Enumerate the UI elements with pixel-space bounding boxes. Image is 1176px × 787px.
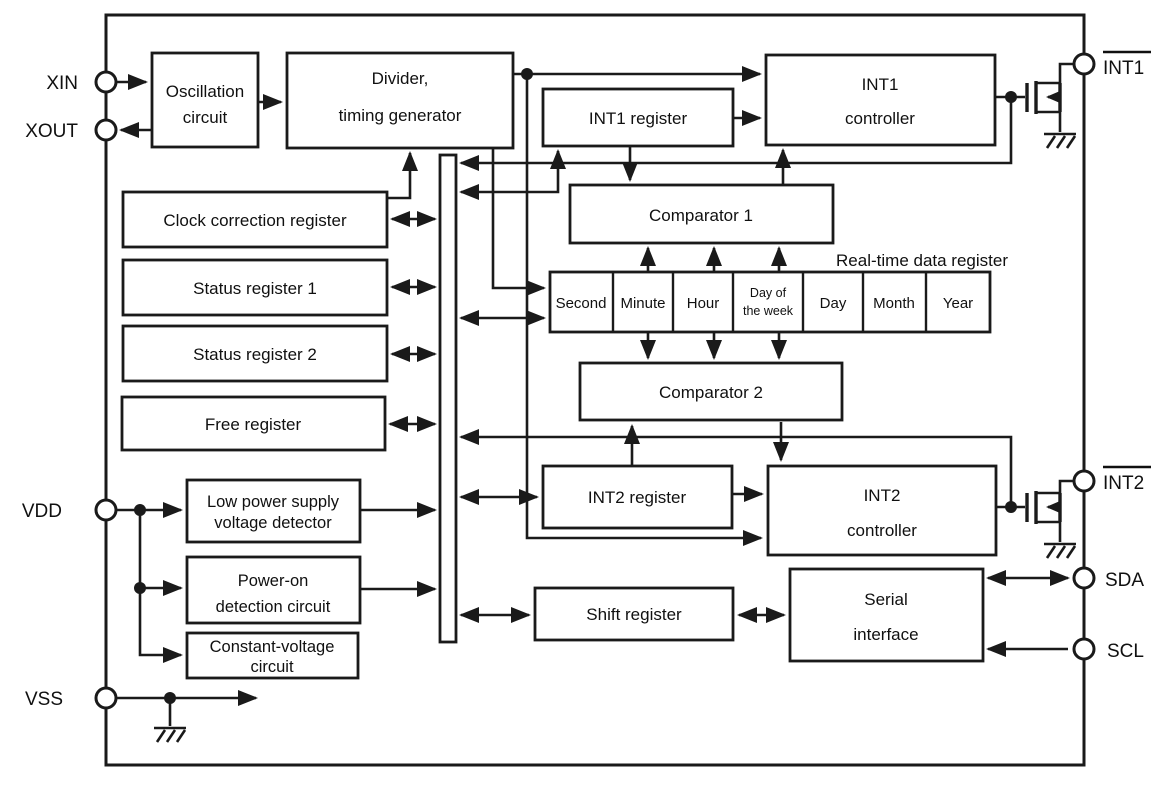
constant-voltage-label-line1: Constant-voltage	[210, 638, 335, 656]
serial-interface-label-line1: Serial	[864, 590, 907, 609]
rtc-cell-dayofweek-line1: Day of	[750, 286, 787, 300]
oscillation-label-line1: Oscillation	[166, 82, 244, 101]
rtc-register-title: Real-time data register	[836, 251, 1008, 270]
vdd-label: VDD	[22, 501, 62, 522]
block-status-register-2: Status register 2	[121, 324, 389, 383]
block-int1-controller: INT1 controller	[764, 53, 997, 147]
rtc-cell-dayofweek-line2: the week	[743, 304, 794, 318]
wire-vdd-to-constant-voltage	[138, 510, 183, 663]
block-comparator-1: Comparator 1	[568, 183, 835, 245]
wire-int2-feedback-to-bus	[459, 429, 1013, 507]
scl-pin	[1072, 637, 1096, 661]
block-shift-register: Shift register	[533, 586, 735, 642]
int2-pin	[1072, 469, 1096, 493]
poweron-label-line1: Power-on	[238, 572, 309, 590]
rtc-cell-day: Day	[820, 295, 847, 312]
int2-output-mosfet	[996, 479, 1078, 560]
status1-label: Status register 1	[193, 279, 317, 298]
block-constant-voltage-circuit: Constant-voltage circuit	[185, 631, 360, 680]
wire-clock-to-int2-controller	[525, 74, 763, 546]
xout-pin	[94, 118, 118, 142]
vss-pin	[94, 686, 118, 710]
status2-label: Status register 2	[193, 345, 317, 364]
sda-label: SDA	[1105, 570, 1144, 591]
divider-label-line1: Divider,	[372, 69, 429, 88]
scl-label: SCL	[1107, 641, 1144, 662]
rtc-cell-month: Month	[873, 295, 915, 312]
wire-int1-feedback-to-bus	[459, 97, 1013, 171]
int1-pin	[1072, 52, 1096, 76]
divider-label-line2: timing generator	[339, 106, 462, 125]
lowpower-label-line1: Low power supply	[207, 493, 340, 511]
int2-controller-label-line2: controller	[847, 521, 917, 540]
block-serial-interface: Serial interface	[788, 567, 985, 663]
sda-pin	[1072, 566, 1096, 590]
internal-bus	[438, 153, 458, 644]
int2-label: INT2	[1103, 473, 1144, 494]
int1-controller-label-line2: controller	[845, 109, 915, 128]
rtc-cell-minute: Minute	[620, 295, 665, 312]
block-oscillation-circuit: Oscillation circuit	[150, 51, 260, 149]
constant-voltage-label-line2: circuit	[250, 658, 294, 676]
xin-pin	[94, 70, 118, 94]
int2-controller-label-line1: INT2	[864, 486, 901, 505]
block-comparator-2: Comparator 2	[578, 361, 844, 422]
serial-interface-label-line2: interface	[853, 625, 918, 644]
comparator2-label: Comparator 2	[659, 383, 763, 402]
rtc-cell-hour: Hour	[687, 295, 720, 312]
block-int1-register: INT1 register	[541, 87, 735, 148]
int1-output-mosfet	[995, 62, 1078, 150]
shift-register-label: Shift register	[586, 605, 682, 624]
free-register-label: Free register	[205, 415, 302, 434]
rtc-cell-second: Second	[556, 295, 607, 312]
pin-circles	[94, 52, 1096, 710]
block-status-register-1: Status register 1	[121, 258, 389, 317]
block-int2-controller: INT2 controller	[766, 464, 998, 557]
wire-bus-int1-register	[459, 149, 566, 200]
xout-label: XOUT	[25, 121, 78, 142]
block-low-power-supply-voltage-detector: Low power supply voltage detector	[185, 478, 362, 544]
comparator1-label: Comparator 1	[649, 206, 753, 225]
wire-clock-correction-to-divider	[387, 151, 418, 200]
vdd-pin	[94, 498, 118, 522]
poweron-label-line2: detection circuit	[216, 598, 331, 616]
lowpower-label-line2: voltage detector	[214, 514, 332, 532]
block-clock-correction-register: Clock correction register	[121, 190, 389, 249]
block-free-register: Free register	[120, 395, 387, 452]
oscillation-label-line2: circuit	[183, 108, 228, 127]
rtc-data-register: Real-time data register Second Minute Ho…	[548, 251, 1008, 334]
vss-label: VSS	[25, 689, 63, 710]
xin-label: XIN	[46, 73, 78, 94]
rtc-cell-year: Year	[943, 295, 973, 312]
block-int2-register: INT2 register	[541, 464, 734, 530]
block-divider-timing-generator: Divider, timing generator	[285, 51, 515, 150]
int1-controller-label-line1: INT1	[862, 75, 899, 94]
clock-correction-label: Clock correction register	[163, 211, 347, 230]
int1-register-label: INT1 register	[589, 109, 688, 128]
pin-labels: XIN XOUT VDD VSS INT1 INT2 SDA SCL	[22, 50, 1151, 710]
int1-label: INT1	[1103, 58, 1144, 79]
int2-register-label: INT2 register	[588, 488, 687, 507]
block-power-on-detection-circuit: Power-on detection circuit	[185, 555, 362, 625]
wires	[116, 66, 1070, 726]
